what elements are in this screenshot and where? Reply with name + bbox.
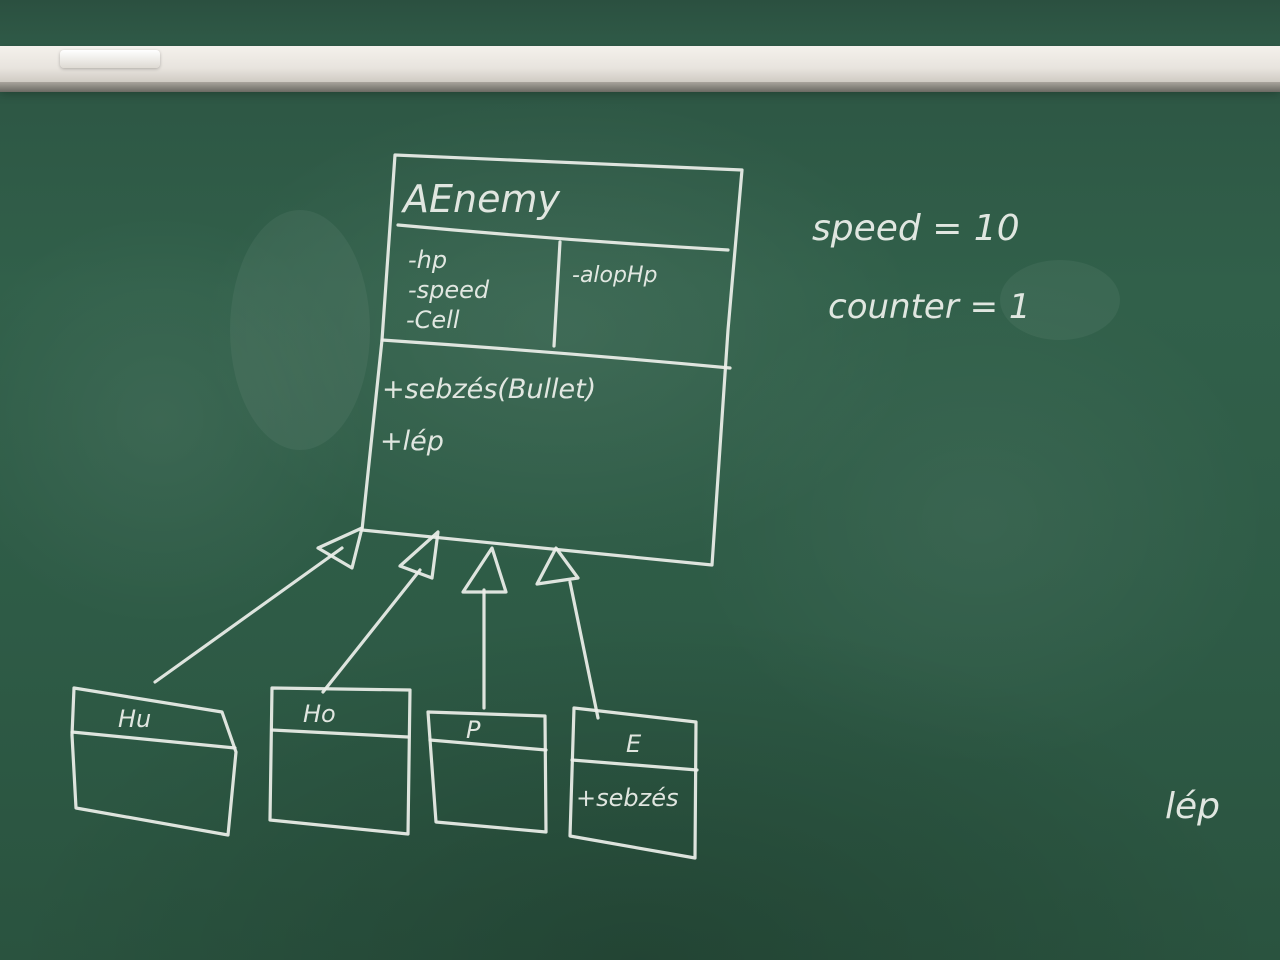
class-name-aenemy: AEnemy xyxy=(400,177,560,221)
class-box-e: E +sebzés xyxy=(568,706,699,860)
eraser-smudge xyxy=(230,210,370,450)
class-name-divider xyxy=(70,730,237,750)
chalkboard-top-edge xyxy=(0,0,1280,46)
class-box-outline xyxy=(70,686,238,837)
class-name-divider xyxy=(570,758,699,772)
class-name-e: E xyxy=(626,730,642,758)
note-speed: speed = 10 xyxy=(812,208,1020,249)
class-box-outline xyxy=(568,706,698,860)
class-box-aenemy: AEnemy -hp -speed -Cell -alopHp +sebzés(… xyxy=(360,153,744,567)
class-box-outline xyxy=(268,686,412,836)
chalk-piece xyxy=(60,50,160,68)
inheritance-line-ho xyxy=(321,568,422,694)
note-counter: counter = 1 xyxy=(828,287,1031,327)
attributes-divider xyxy=(380,338,732,370)
class-name-divider xyxy=(428,738,548,752)
class-name-hu: Hu xyxy=(118,705,151,733)
method-sebzes: +sebzés(Bullet) xyxy=(382,374,596,405)
class-box-p: P xyxy=(426,710,548,834)
inheritance-triangle-p xyxy=(461,546,508,594)
method-sebzes-e: +sebzés xyxy=(576,784,678,812)
inheritance-triangle-e xyxy=(535,546,580,586)
note-lep-faint: lép xyxy=(1165,786,1220,827)
class-box-outline xyxy=(426,710,548,834)
attribute-alophp: -alopHp xyxy=(572,263,657,288)
chalk-tray xyxy=(0,46,1280,86)
attributes-column-divider xyxy=(552,240,562,348)
inheritance-triangle-ho xyxy=(398,530,440,580)
class-box-ho: Ho xyxy=(268,686,412,836)
inheritance-line-hu xyxy=(153,546,344,684)
class-name-ho: Ho xyxy=(303,700,336,728)
attribute-speed: -speed xyxy=(408,276,490,304)
side-notes: speed = 10 counter = 1 lép xyxy=(812,208,1220,827)
class-name-p: P xyxy=(466,716,481,744)
chalk-tray-lip xyxy=(0,82,1280,92)
inheritance-line-e xyxy=(568,580,600,720)
class-name-divider xyxy=(270,728,410,739)
attribute-cell: -Cell xyxy=(406,306,460,334)
eraser-smudge xyxy=(1000,260,1120,340)
inheritance-arrows xyxy=(153,526,600,720)
inheritance-triangle-hu xyxy=(316,526,364,570)
attribute-hp: -hp xyxy=(408,246,447,274)
class-box-hu: Hu xyxy=(70,686,238,837)
method-lep: +lép xyxy=(380,426,444,457)
class-name-divider xyxy=(396,223,730,252)
